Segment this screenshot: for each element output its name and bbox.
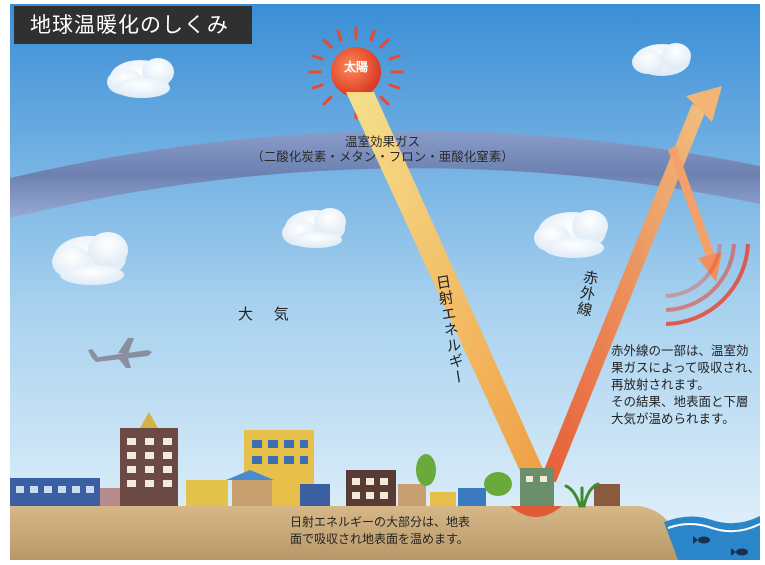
infrared-note-line: 大気が温められます。 <box>611 411 735 426</box>
infrared-arrowhead-icon <box>686 86 722 122</box>
infrared-note-line: 赤外線の一部は、温室効 <box>611 343 749 358</box>
fish-icon <box>693 536 710 544</box>
fish-icon <box>731 548 748 556</box>
airplane-icon <box>88 338 152 368</box>
ground <box>10 506 680 560</box>
atmosphere-label: 大 気 <box>238 305 297 323</box>
page-title: 地球温暖化のしくみ <box>14 6 252 44</box>
greenhouse-gas-band <box>10 130 760 218</box>
infrared-note-line: 再放射されます。 <box>611 377 710 392</box>
cloud-icon <box>632 43 691 76</box>
ground-note-line: 日射エネルギーの大部分は、地表 <box>290 515 471 529</box>
cloud-icon <box>107 58 174 98</box>
greenhouse-gas-list: （二酸化炭素・メタン・フロン・亜酸化窒素） <box>251 149 514 164</box>
solar-energy-beam <box>346 92 548 480</box>
reradiation-arrowhead-icon <box>698 252 722 282</box>
ground-note-line: 面で吸収され地表面を温めます。 <box>290 532 469 546</box>
infrared-note-line: 果ガスによって吸収され、 <box>611 360 761 375</box>
sun-icon <box>308 26 404 120</box>
city-buildings <box>10 412 620 508</box>
grass-icon <box>564 482 600 508</box>
infrared-note: 赤外線の一部は、温室効 果ガスによって吸収され、 再放射されます。 その結果、地… <box>611 342 763 427</box>
cloud-icon <box>534 210 608 258</box>
cloud-icon <box>282 208 346 248</box>
ground-note: 日射エネルギーの大部分は、地表 面で吸収され地表面を温めます。 <box>290 514 505 548</box>
reradiation-beam <box>668 146 716 262</box>
greenhouse-gas-label: 温室効果ガス （二酸化炭素・メタン・フロン・亜酸化窒素） <box>0 134 765 164</box>
greenhouse-gas-name: 温室効果ガス <box>344 134 420 149</box>
sun-label: 太陽 <box>343 60 368 74</box>
infrared-beam <box>540 104 706 482</box>
cloud-icon <box>52 232 128 285</box>
reradiation-waves-icon <box>665 243 750 326</box>
absorbed-heat-icon <box>510 506 562 517</box>
wave-line <box>667 523 761 533</box>
infrared-note-line: その結果、地表面と下層 <box>611 394 749 409</box>
sea <box>664 516 760 560</box>
